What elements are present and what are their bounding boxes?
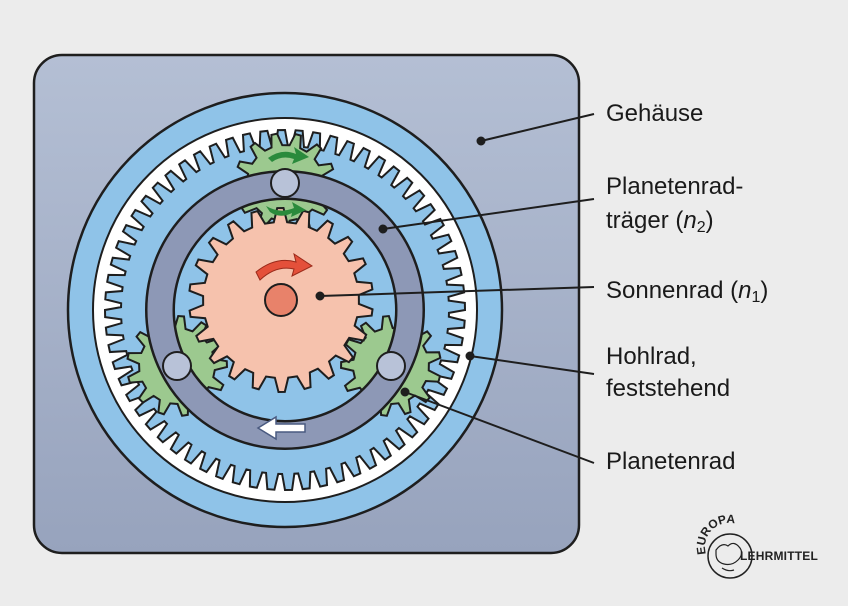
- ring-gear: [91, 117, 479, 503]
- label-sun-close: ): [760, 277, 769, 304]
- rotation-arrows: [255, 147, 313, 441]
- planet-pins: [162, 168, 406, 381]
- leader-dot-sun: [315, 291, 325, 301]
- label-ring-line1: Hohlrad,: [606, 343, 697, 370]
- planet-pin-top: [270, 168, 300, 198]
- europa-lehrmittel-logo: EUROPA: [694, 512, 753, 579]
- logo-globe: [707, 533, 753, 579]
- label-carrier-line1: Planetenrad-: [606, 173, 744, 200]
- leader-line-housing: [480, 113, 595, 142]
- logo-side-text: LEHRMITTEL: [740, 549, 818, 563]
- planet-top-rotation-arrow-upper: [268, 147, 309, 164]
- carrier-rotation-arrow: [256, 415, 306, 441]
- leader-line-sun: [319, 286, 595, 297]
- label-carrier-sub: 2: [696, 219, 706, 236]
- label-carrier-line2: träger (n2): [606, 206, 714, 236]
- logo-continents: [715, 542, 743, 572]
- leader-line-planet: [404, 391, 595, 464]
- label-sun-word: Sonnenrad (: [606, 277, 739, 304]
- planet-top-rotation-arrow-lower: [266, 202, 306, 217]
- label-carrier-var: n: [683, 207, 697, 234]
- label-carrier-word: träger (: [606, 207, 684, 234]
- label-planet: Planetenrad: [606, 448, 736, 475]
- label-sun-sub: 1: [751, 289, 761, 306]
- label-sun: Sonnenrad (n1): [606, 276, 768, 306]
- sun-gear-hub: [264, 283, 298, 317]
- label-sun-var: n: [738, 277, 752, 304]
- leader-dot-planet: [400, 387, 410, 397]
- leader-dot-ring: [465, 351, 475, 361]
- leader-dot-carrier: [378, 224, 388, 234]
- leader-lines: [315, 113, 595, 464]
- label-housing: Gehäuse: [606, 100, 704, 127]
- planet-pin-right: [376, 351, 406, 381]
- label-ring-line2: feststehend: [606, 375, 731, 402]
- leader-line-ring: [469, 355, 595, 375]
- leader-line-carrier: [382, 198, 595, 230]
- leader-dot-housing: [476, 136, 486, 146]
- sun-rotation-arrow: [255, 252, 313, 281]
- planet-pin-left: [162, 351, 192, 381]
- label-carrier-close: ): [705, 207, 714, 234]
